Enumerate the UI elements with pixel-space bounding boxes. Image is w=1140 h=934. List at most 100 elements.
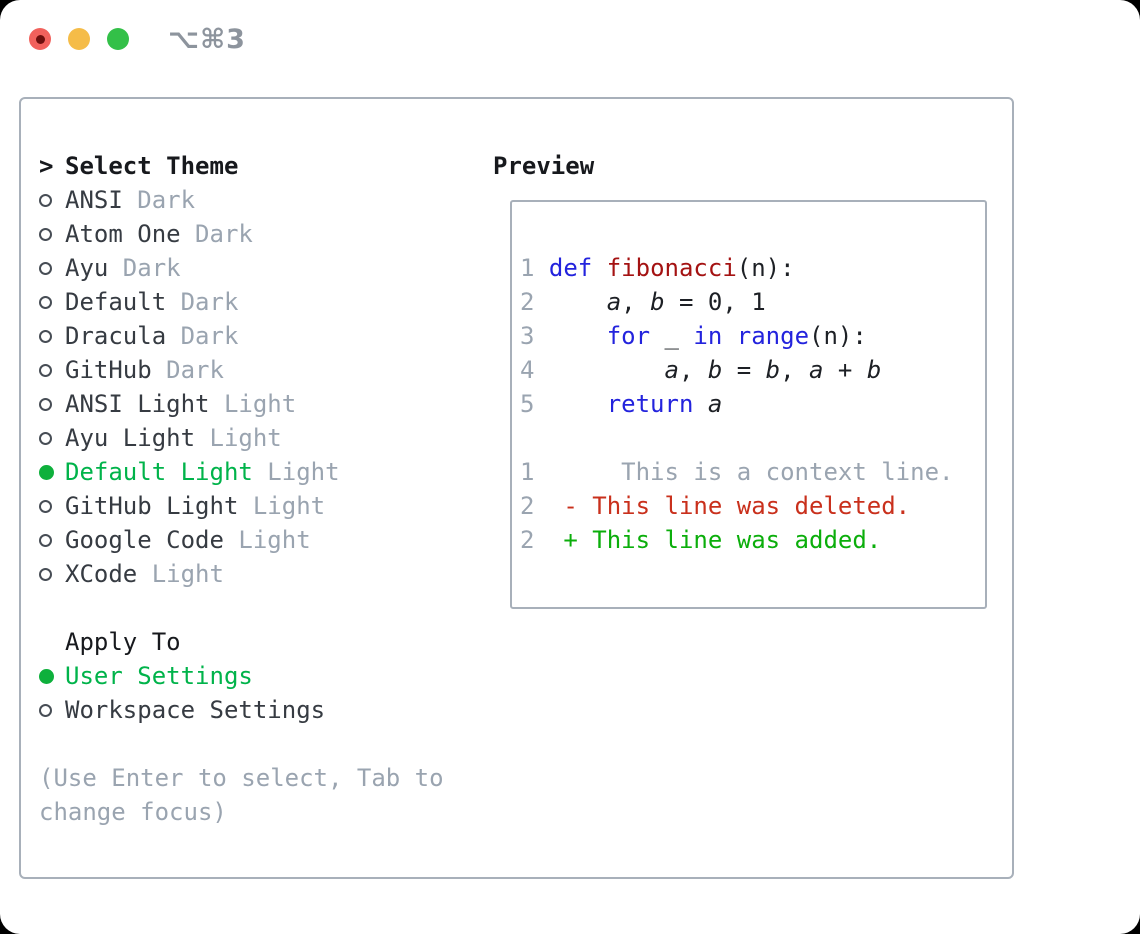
code-segment-pl: (n): (736, 254, 795, 282)
code-segment-var: a (707, 390, 723, 418)
radio-icon (39, 261, 52, 275)
radio-marker (39, 295, 65, 309)
code-line: 3 for _ in range(n): (520, 319, 985, 353)
theme-item-default-light[interactable]: Default Light Light (39, 455, 479, 489)
code-segment-kw: for (606, 322, 651, 350)
code-line: 5 return a (520, 387, 985, 421)
theme-list-column: > Select Theme ANSI Dark Atom One Dark A… (39, 149, 479, 829)
code-segment-del: - This line was deleted. (534, 492, 911, 520)
theme-item-xcode[interactable]: XCode Light (39, 557, 479, 591)
code-line: 2 a, b = 0, 1 (520, 285, 985, 319)
theme-item-ayu-light[interactable]: Ayu Light Light (39, 421, 479, 455)
theme-variant: Dark (137, 186, 196, 214)
apply-to-list: User Settings Workspace Settings (39, 659, 479, 727)
theme-item-dracula[interactable]: Dracula Dark (39, 319, 479, 353)
line-number: 2 (520, 526, 535, 554)
line-number (520, 424, 534, 452)
radio-marker (39, 567, 65, 581)
prompt-icon: > (39, 152, 54, 180)
theme-name: GitHub Light (65, 492, 253, 520)
code-segment-pl: , (780, 356, 810, 384)
code-segment-kw: return (606, 390, 694, 418)
theme-variant: Light (209, 424, 282, 452)
code-segment-kw: in (693, 322, 723, 350)
line-number: 1 (520, 254, 535, 282)
theme-name: Ayu Light (65, 424, 210, 452)
theme-variant: Dark (166, 356, 224, 384)
radio-icon (39, 295, 52, 309)
radio-icon (39, 193, 52, 207)
code-segment-pl: = (722, 356, 766, 384)
code-segment-pl: + (823, 356, 867, 384)
theme-variant: Light (267, 458, 340, 486)
radio-icon (39, 567, 52, 581)
theme-name: Atom One (65, 220, 196, 248)
code-segment-kw: def (548, 254, 593, 282)
theme-item-github[interactable]: GitHub Dark (39, 353, 479, 387)
theme-variant: Dark (122, 254, 181, 282)
theme-item-github-light[interactable]: GitHub Light Light (39, 489, 479, 523)
radio-marker (39, 363, 65, 377)
code-segment-pl (534, 288, 606, 316)
code-line (520, 421, 985, 455)
maximize-button[interactable] (107, 28, 129, 50)
prompt-marker: > (39, 154, 65, 178)
code-line: 4 a, b = b, a + b (520, 353, 985, 387)
theme-list: ANSI Dark Atom One Dark Ayu Dark Default… (39, 183, 479, 591)
minimize-button[interactable] (68, 28, 90, 50)
code-segment-kw: range (736, 322, 810, 350)
theme-name: Ayu (65, 254, 123, 282)
close-button[interactable] (29, 28, 51, 50)
code-segment-var: a (809, 356, 824, 384)
theme-item-ansi-light[interactable]: ANSI Light Light (39, 387, 479, 421)
theme-item-ayu[interactable]: Ayu Dark (39, 251, 479, 285)
theme-item-ansi[interactable]: ANSI Dark (39, 183, 479, 217)
theme-name: Dracula (65, 322, 181, 350)
radio-marker (39, 227, 65, 241)
close-dot-icon (35, 34, 45, 44)
theme-variant: Dark (195, 220, 253, 248)
radio-selected-icon (39, 668, 54, 684)
spacer (39, 591, 479, 625)
radio-icon (39, 397, 52, 411)
radio-icon (39, 533, 52, 547)
radio-marker (39, 499, 65, 513)
apply-to-title: Apply To (65, 628, 181, 656)
theme-name: Google Code (65, 526, 239, 554)
apply-option-user-settings[interactable]: User Settings (39, 659, 479, 693)
code-segment-pl (534, 254, 548, 282)
radio-marker (39, 431, 65, 445)
theme-item-google-code[interactable]: Google Code Light (39, 523, 479, 557)
radio-icon (39, 499, 52, 513)
code-segment-pl (592, 254, 606, 282)
theme-variant: Light (223, 390, 297, 418)
theme-item-default[interactable]: Default Dark (39, 285, 479, 319)
line-number: 5 (520, 390, 535, 418)
window-shortcut-label: ⌥⌘3 (168, 23, 246, 55)
code-segment-pl (722, 322, 736, 350)
theme-variant: Light (151, 560, 224, 588)
radio-icon (39, 363, 52, 377)
apply-option-workspace-settings[interactable]: Workspace Settings (39, 693, 479, 727)
select-theme-title: Select Theme (65, 152, 239, 180)
code-segment-pl (534, 390, 606, 418)
theme-name: ANSI (65, 186, 138, 214)
help-line: (Use Enter to select, Tab to (39, 764, 444, 792)
theme-item-atom-one[interactable]: Atom One Dark (39, 217, 479, 251)
theme-name: XCode (65, 560, 152, 588)
theme-variant: Dark (180, 288, 239, 316)
code-segment-var: a (664, 356, 679, 384)
theme-name: Default (65, 288, 181, 316)
spacer (39, 727, 479, 761)
code-segment-var: a (606, 288, 622, 316)
theme-variant: Light (252, 492, 326, 520)
line-number: 1 (520, 458, 535, 486)
code-segment-pl (534, 322, 606, 350)
select-theme-header: > Select Theme (39, 149, 479, 183)
code-line: 1 def fibonacci(n): (520, 251, 985, 285)
radio-marker (39, 668, 65, 684)
code-segment-var: b (707, 356, 723, 384)
code-segment-add: + This line was added. (534, 526, 882, 554)
radio-marker (39, 397, 65, 411)
